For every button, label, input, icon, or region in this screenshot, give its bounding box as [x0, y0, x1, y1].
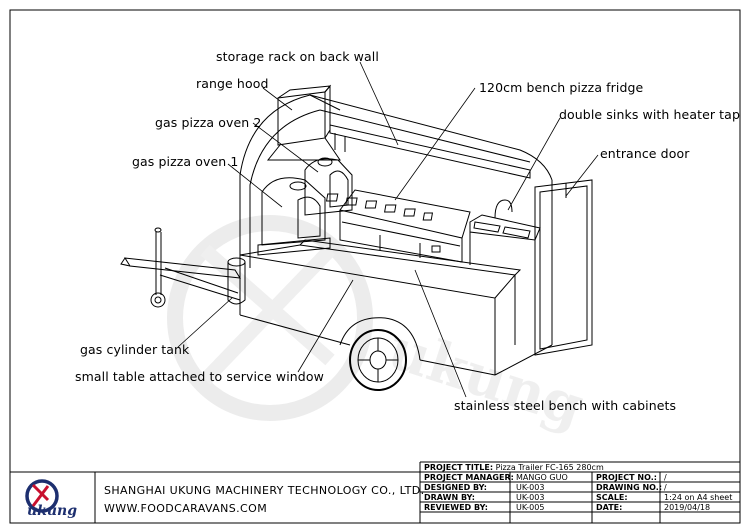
row-3-value-right: 1:24 on A4 sheet	[664, 493, 733, 502]
leader-oven-1	[227, 163, 283, 208]
leader-oven-2	[252, 122, 319, 173]
leader-door	[565, 154, 599, 197]
entrance-door	[534, 179, 593, 356]
trailer-body	[239, 94, 553, 376]
row-4-label-left: REVIEWED BY:	[424, 503, 488, 512]
leader-range-hood	[262, 87, 293, 111]
label-small-table: small table attached to service window	[75, 369, 324, 384]
label-storage-rack: storage rack on back wall	[216, 49, 379, 64]
row-4-label-right: DATE:	[596, 503, 623, 512]
project-title-value: Pizza Trailer FC-165 280cm	[495, 463, 604, 472]
watermark-text: ukung	[381, 316, 592, 441]
row-3-label-right: SCALE:	[596, 493, 628, 502]
row-2-value-right: /	[664, 483, 667, 492]
label-fridge: 120cm bench pizza fridge	[479, 80, 644, 95]
row-4-value-left: UK-005	[516, 503, 545, 512]
leader-cylinder	[177, 297, 233, 348]
trailer-drawing	[120, 84, 593, 391]
row-1-label-left: PROJECT MANAGER:	[424, 473, 514, 482]
label-sinks: double sinks with heater tap	[559, 107, 740, 122]
row-3-value-left: UK-003	[516, 493, 545, 502]
label-cylinder: gas cylinder tank	[80, 342, 190, 357]
row-2-value-left: UK-003	[516, 483, 545, 492]
row-2-label-right: DRAWING NO.:	[596, 483, 663, 492]
pizza-oven-1	[257, 177, 331, 256]
row-1-label-right: PROJECT NO.:	[596, 473, 657, 482]
label-range-hood: range hood	[196, 76, 269, 91]
project-title-label: PROJECT TITLE:	[424, 463, 494, 472]
row-2-label-left: DESIGNED BY:	[424, 483, 487, 492]
sheet-border	[9, 9, 741, 524]
company-website: WWW.FOODCARAVANS.COM	[104, 502, 268, 515]
leader-small-table	[297, 279, 354, 373]
wheel	[339, 317, 421, 391]
range-hood	[266, 84, 341, 161]
row-3-label-left: DRAWN BY:	[424, 493, 475, 502]
row-1-value-right: /	[664, 473, 667, 482]
tow-bar	[120, 227, 241, 308]
ukung-logo-icon	[25, 479, 59, 513]
leader-storage-rack	[359, 61, 399, 146]
title-block-grid	[10, 461, 740, 523]
leader-bench	[414, 269, 467, 398]
label-door: entrance door	[600, 146, 690, 161]
project-title: PROJECT TITLE: Pizza Trailer FC-165 280c…	[424, 463, 604, 473]
label-bench: stainless steel bench with cabinets	[454, 398, 677, 413]
row-1-value-left: MANGO GUO	[516, 473, 568, 482]
row-4-value-right: 2019/04/18	[664, 503, 711, 512]
leader-sinks	[507, 117, 561, 211]
leader-fridge	[394, 87, 476, 201]
gas-cylinder	[227, 257, 246, 305]
logo-text: ukung	[27, 503, 78, 519]
label-oven-2: gas pizza oven 2	[155, 115, 262, 130]
pizza-fridge	[325, 189, 471, 263]
leader-lines	[177, 61, 599, 398]
double-sinks	[469, 199, 541, 268]
label-oven-1: gas pizza oven 1	[132, 154, 239, 169]
company-name: SHANGHAI UKUNG MACHINERY TECHNOLOGY CO.,…	[104, 484, 425, 497]
